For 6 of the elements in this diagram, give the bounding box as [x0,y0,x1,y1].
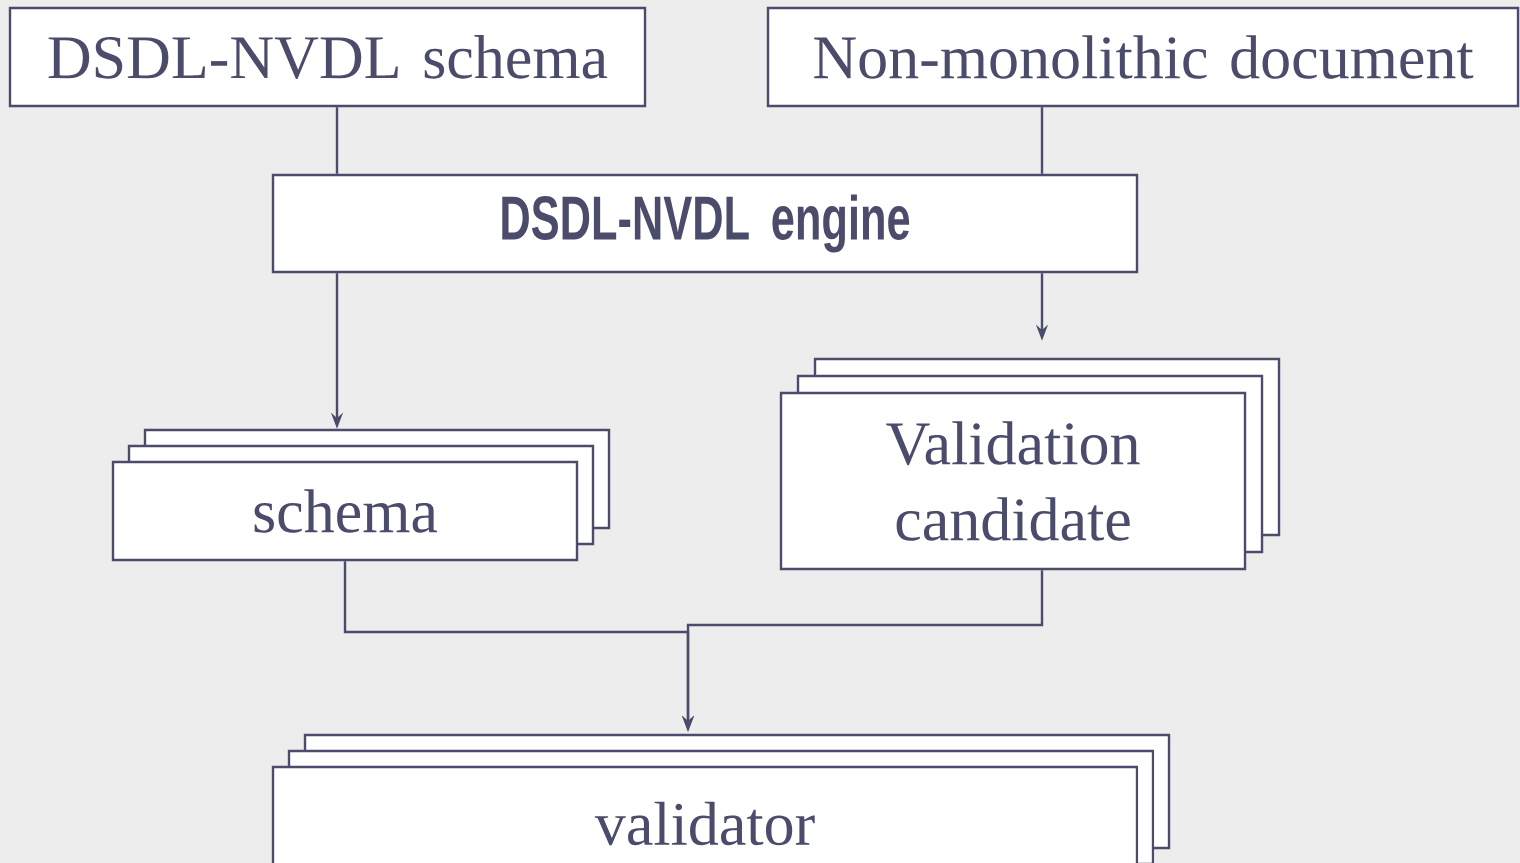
document-stack: validator [271,733,1171,863]
document-stack: Validation candidate [779,357,1281,571]
process-box: DSDL-NVDL schema [8,6,647,108]
process-box: DSDL-NVDL engine [271,173,1139,274]
document-stack: schema [111,428,611,562]
process-box: Non-monolithic document [766,6,1520,108]
